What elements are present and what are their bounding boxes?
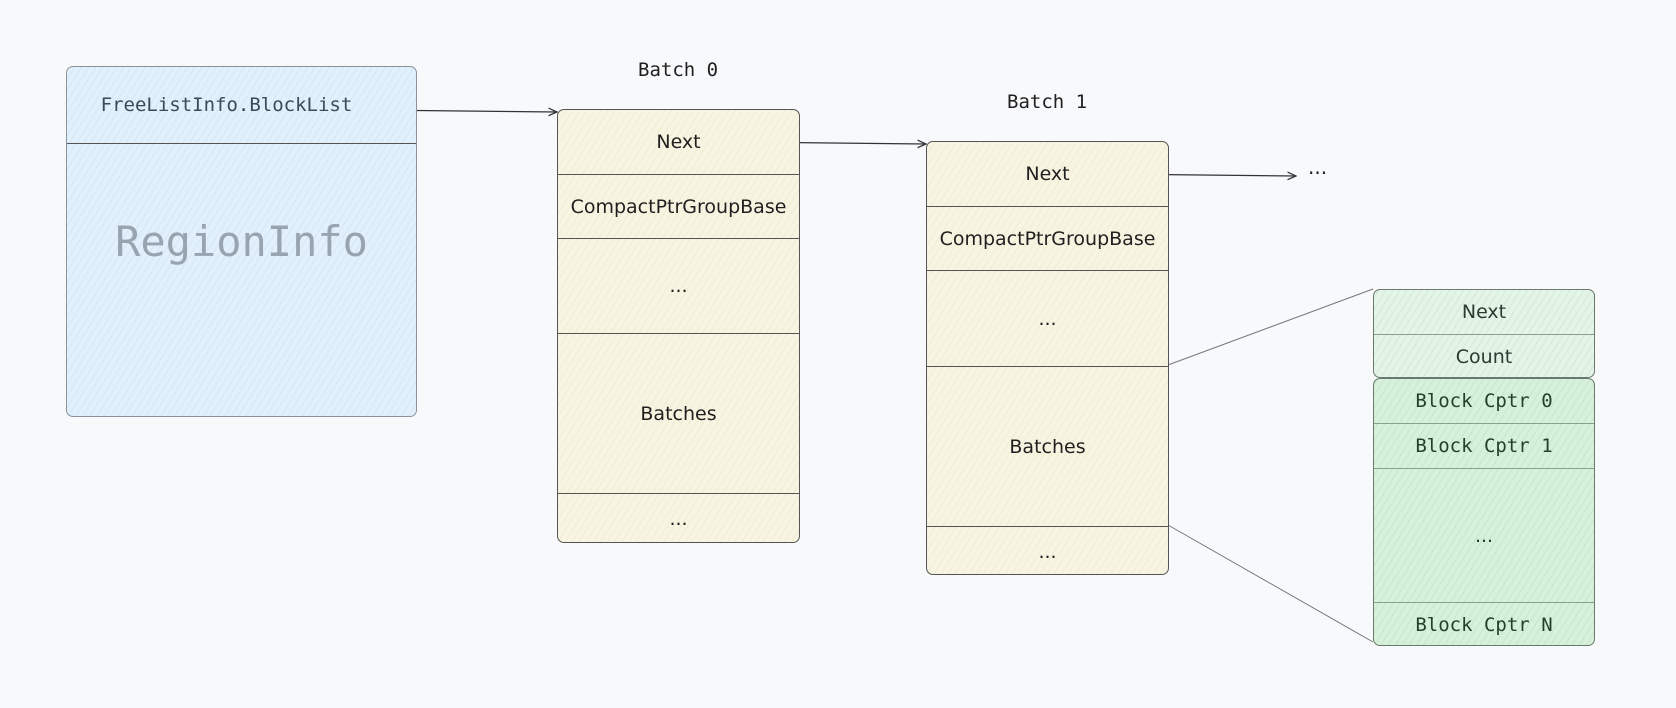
region-info-title: RegionInfo	[67, 143, 416, 339]
batch-0-ellipsis: ...	[558, 238, 799, 333]
batch-1-ellipsis: ...	[927, 270, 1168, 366]
batch-0-batches: Batches	[558, 333, 799, 493]
batch-1-next: Next	[1025, 163, 1070, 185]
zoom-line-bottom	[1167, 524, 1374, 643]
batch-1-box: Next CompactPtrGroupBase ... Batches ...	[926, 141, 1169, 575]
block-cptr-ellipsis: ...	[1374, 468, 1594, 602]
batch-0-box: Next CompactPtrGroupBase ... Batches ...	[557, 109, 800, 543]
continuation-ellipsis: ...	[1308, 155, 1328, 179]
batch-1-group-base: CompactPtrGroupBase	[927, 206, 1168, 270]
batch-1-title: Batch 1	[1007, 91, 1088, 113]
batch-1-tail: ...	[927, 526, 1168, 574]
batch-0-tail: ...	[558, 493, 799, 542]
block-cptr-0: Block Cptr 0	[1415, 390, 1553, 412]
block-cptr-n: Block Cptr N	[1374, 602, 1594, 645]
transfer-batch-next: Next	[1461, 301, 1507, 323]
transfer-batch-blocks: Block Cptr 0 Block Cptr 1 ... Block Cptr…	[1373, 378, 1595, 646]
batch-0-group-base: CompactPtrGroupBase	[558, 174, 799, 238]
region-info-box: FreeListInfo.BlockList RegionInfo	[66, 66, 417, 417]
transfer-batch-header: Next Count	[1373, 289, 1595, 378]
zoom-line-top	[1167, 288, 1374, 366]
batch-0-title: Batch 0	[638, 59, 719, 81]
block-cptr-1: Block Cptr 1	[1374, 423, 1594, 468]
transfer-batch-count: Count	[1374, 334, 1594, 377]
batch-0-next: Next	[656, 131, 701, 153]
blocklist-field: FreeListInfo.BlockList	[100, 94, 353, 116]
batch-1-batches: Batches	[927, 366, 1168, 526]
